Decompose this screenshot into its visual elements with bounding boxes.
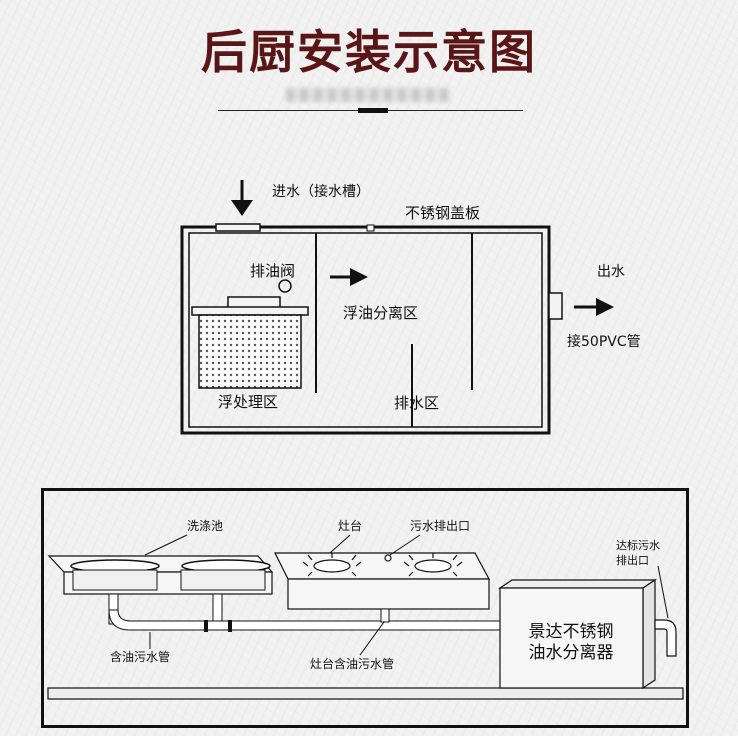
- stove-pipe-label: 灶台含油污水管: [310, 656, 394, 671]
- tank-inner: [188, 232, 543, 428]
- cover-seam: [366, 224, 375, 232]
- stove-label: 灶台: [338, 518, 362, 533]
- floor-slab: [47, 687, 684, 700]
- inlet-slot: [215, 223, 261, 232]
- sewage-outlet-label: 污水排出口: [410, 519, 470, 533]
- flow-arrow-icon: [330, 268, 368, 286]
- bottom-diagram-frame: [41, 488, 689, 728]
- sink: [47, 555, 274, 595]
- drain-zone-label: 排水区: [394, 394, 439, 412]
- oily-pipe-label: 含油污水管: [110, 649, 170, 664]
- compliant-outlet-label-line1: 达标污水: [616, 538, 660, 552]
- stove-leader: [329, 534, 351, 554]
- stove-pipe-leader: [359, 621, 385, 656]
- page-title: 后厨安装示意图: [201, 25, 537, 79]
- sewage-outlet-icon: [384, 554, 392, 562]
- compliant-outlet-leader: [657, 565, 669, 619]
- sewage-outlet-leader: [389, 534, 421, 556]
- stove: [274, 552, 491, 610]
- sink-leader: [144, 534, 188, 556]
- separator-label-line2: 油水分离器: [529, 643, 614, 663]
- treatment-zone-label: 浮处理区: [218, 393, 278, 411]
- pipe-label: 接50PVC管: [567, 333, 641, 350]
- tank-outer: [180, 225, 551, 435]
- cover-label: 不锈钢盖板: [405, 204, 480, 222]
- inlet-label: 进水（接水槽）: [272, 183, 370, 200]
- burner-right-icon: [403, 553, 463, 577]
- valve-label: 排油阀: [250, 262, 295, 280]
- title-divider-mark: [358, 108, 388, 113]
- compliant-outlet-label-line2: 排出口: [616, 553, 649, 567]
- separation-zone-label: 浮油分离区: [343, 304, 418, 322]
- separator-box: [498, 578, 657, 690]
- burner-left-icon: [302, 553, 362, 577]
- stove-drain-pipe: [380, 608, 390, 623]
- sink-label: 洗涤池: [187, 519, 223, 533]
- filter-basket: [198, 314, 302, 389]
- inlet-arrow-icon: [231, 180, 253, 216]
- separator-label-line1: 景达不锈钢: [529, 622, 614, 642]
- separator-outlet-pipe: [654, 619, 677, 657]
- outlet-arrow-icon: [574, 298, 614, 316]
- valve-icon: [278, 279, 292, 293]
- outlet-pipe: [548, 292, 563, 320]
- blurred-subtitle: [286, 88, 450, 102]
- outlet-label: 出水: [597, 264, 625, 280]
